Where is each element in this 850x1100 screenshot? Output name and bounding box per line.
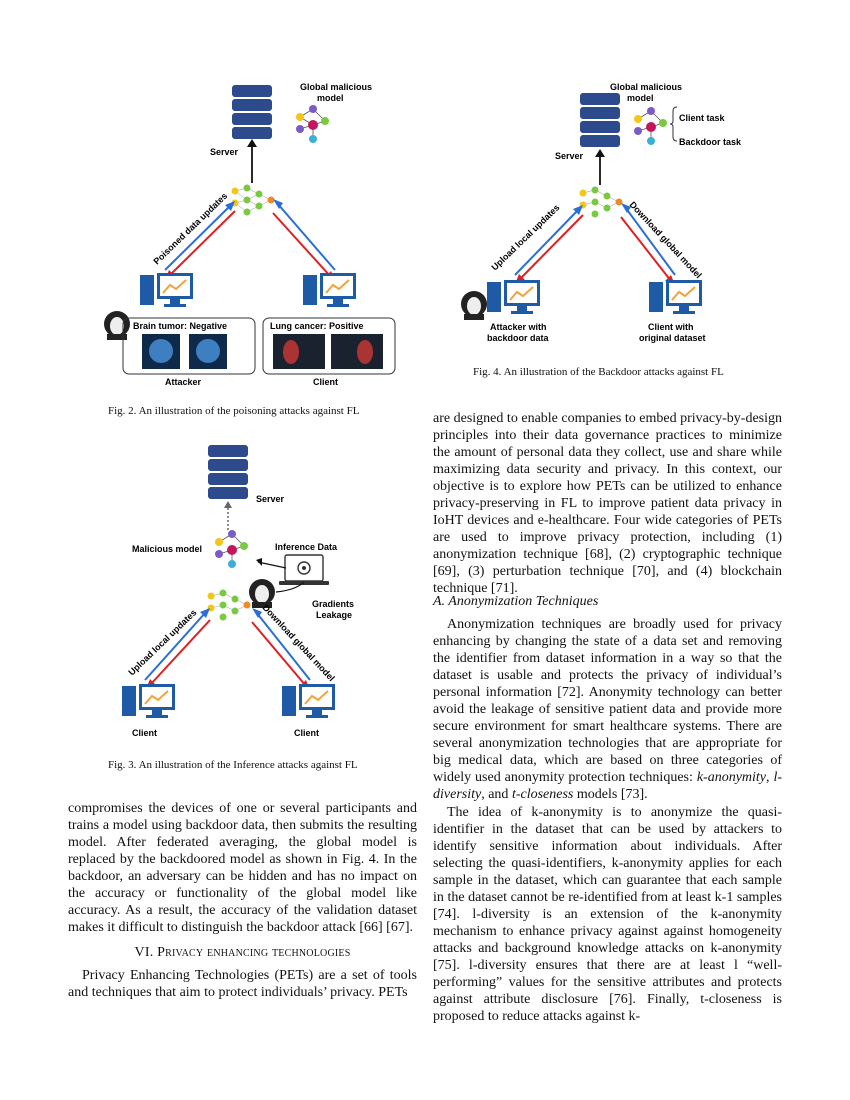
fig3-inference-label: Inference Data bbox=[275, 542, 338, 552]
fig4-server-label: Server bbox=[555, 151, 584, 161]
client-computer-icon bbox=[303, 273, 356, 307]
right-para-2-text: Anonymization techniques are broadly use… bbox=[433, 617, 782, 786]
subsection-a: A. Anonymization Techniques bbox=[433, 594, 599, 609]
fig4-client-label-2: original dataset bbox=[639, 333, 706, 343]
fig2-client-label: Client bbox=[313, 377, 338, 387]
l-diversity-term: l-diversity bbox=[433, 770, 783, 803]
fig2-poisoning-diagram: Global malicious model Server Poisoned d bbox=[104, 82, 396, 387]
fig2-global-label-1: Global malicious bbox=[300, 82, 372, 92]
right-para-2-sep-1: , bbox=[766, 770, 774, 786]
fig3-malicious-label: Malicious model bbox=[132, 544, 202, 554]
client-computer-icon bbox=[122, 684, 175, 718]
right-para-3: The idea of k-anonymity is to anonymize … bbox=[433, 804, 782, 1025]
fig2-server-label: Server bbox=[210, 147, 239, 157]
fig2-attacker-label: Attacker bbox=[165, 377, 202, 387]
right-column-bottom: Anonymization techniques are broadly use… bbox=[433, 616, 782, 1025]
fig4-attacker-label-2: backdoor data bbox=[487, 333, 550, 343]
fig4-global-label-2: model bbox=[627, 93, 654, 103]
client-computer-icon bbox=[282, 684, 335, 718]
fig2-client-box-text: Lung cancer: Positive bbox=[270, 321, 364, 331]
fig3-client-left: Client bbox=[132, 728, 157, 738]
fig3-gradients-label-1: Gradients bbox=[312, 599, 354, 609]
fig4-client-label-1: Client with bbox=[648, 322, 694, 332]
server-icon bbox=[580, 93, 620, 147]
neural-network-icon bbox=[231, 184, 275, 216]
fig4-backdoor-task: Backdoor task bbox=[679, 137, 742, 147]
right-para-2: Anonymization techniques are broadly use… bbox=[433, 616, 782, 804]
fig4-client-task: Client task bbox=[679, 113, 726, 123]
fig3-caption: Fig. 3. An illustration of the Inference… bbox=[108, 759, 358, 771]
left-column: compromises the devices of one or severa… bbox=[68, 800, 417, 936]
server-icon bbox=[208, 445, 248, 499]
fig3-gradients-label-2: Leakage bbox=[316, 610, 352, 620]
fig3-server-label: Server bbox=[256, 494, 285, 504]
section-title-vi: VI. Privacy enhancing technologies bbox=[68, 945, 417, 961]
fig4-backdoor-diagram: Global malicious model Client task Backd… bbox=[461, 82, 742, 343]
attacker-computer-icon bbox=[487, 280, 540, 314]
neural-network-icon bbox=[579, 186, 623, 218]
attacker-computer-icon bbox=[140, 273, 193, 307]
fig3-client-right: Client bbox=[294, 728, 319, 738]
malicious-model-icon bbox=[215, 530, 248, 568]
right-column-top: are designed to enable companies to embe… bbox=[433, 410, 782, 598]
right-para-2-tail: models [73]. bbox=[573, 787, 648, 803]
hacker-icon bbox=[104, 311, 130, 340]
fig4-caption: Fig. 4. An illustration of the Backdoor … bbox=[473, 366, 724, 378]
right-para-1: are designed to enable companies to embe… bbox=[433, 411, 782, 597]
fig3-inference-diagram: Server Malicious model Inference Data Gr… bbox=[122, 445, 354, 738]
hacker-icon bbox=[249, 579, 275, 608]
left-para-2: Privacy Enhancing Technologies (PETs) ar… bbox=[68, 968, 417, 1001]
fig2-attacker-box-text: Brain tumor: Negative bbox=[133, 321, 227, 331]
left-para-1: compromises the devices of one or severa… bbox=[68, 801, 417, 936]
fig4-attacker-label-1: Attacker with bbox=[490, 322, 547, 332]
fig2-global-label-2: model bbox=[317, 93, 344, 103]
client-computer-icon bbox=[649, 280, 702, 314]
t-closeness-term: t-closeness bbox=[511, 787, 574, 803]
global-model-icon bbox=[634, 107, 667, 145]
laptop-gear-icon bbox=[279, 554, 329, 585]
fig2-caption: Fig. 2. An illustration of the poisoning… bbox=[108, 405, 360, 417]
section-title-text: VI. Privacy enhancing technologies bbox=[134, 945, 351, 960]
hacker-icon bbox=[461, 291, 487, 320]
lung-scan-image bbox=[273, 334, 325, 369]
left-column-pets: Privacy Enhancing Technologies (PETs) ar… bbox=[68, 967, 417, 1001]
server-icon bbox=[232, 85, 272, 139]
fig3-upload-label: Upload local updates bbox=[126, 607, 198, 677]
lung-scan-image bbox=[331, 334, 383, 369]
neural-network-icon bbox=[207, 589, 251, 621]
fig4-global-label-1: Global malicious bbox=[610, 82, 682, 92]
right-para-2-sep-2: , and bbox=[481, 787, 512, 803]
k-anonymity-term: k-anonymity bbox=[696, 770, 767, 786]
global-model-icon bbox=[296, 105, 329, 143]
